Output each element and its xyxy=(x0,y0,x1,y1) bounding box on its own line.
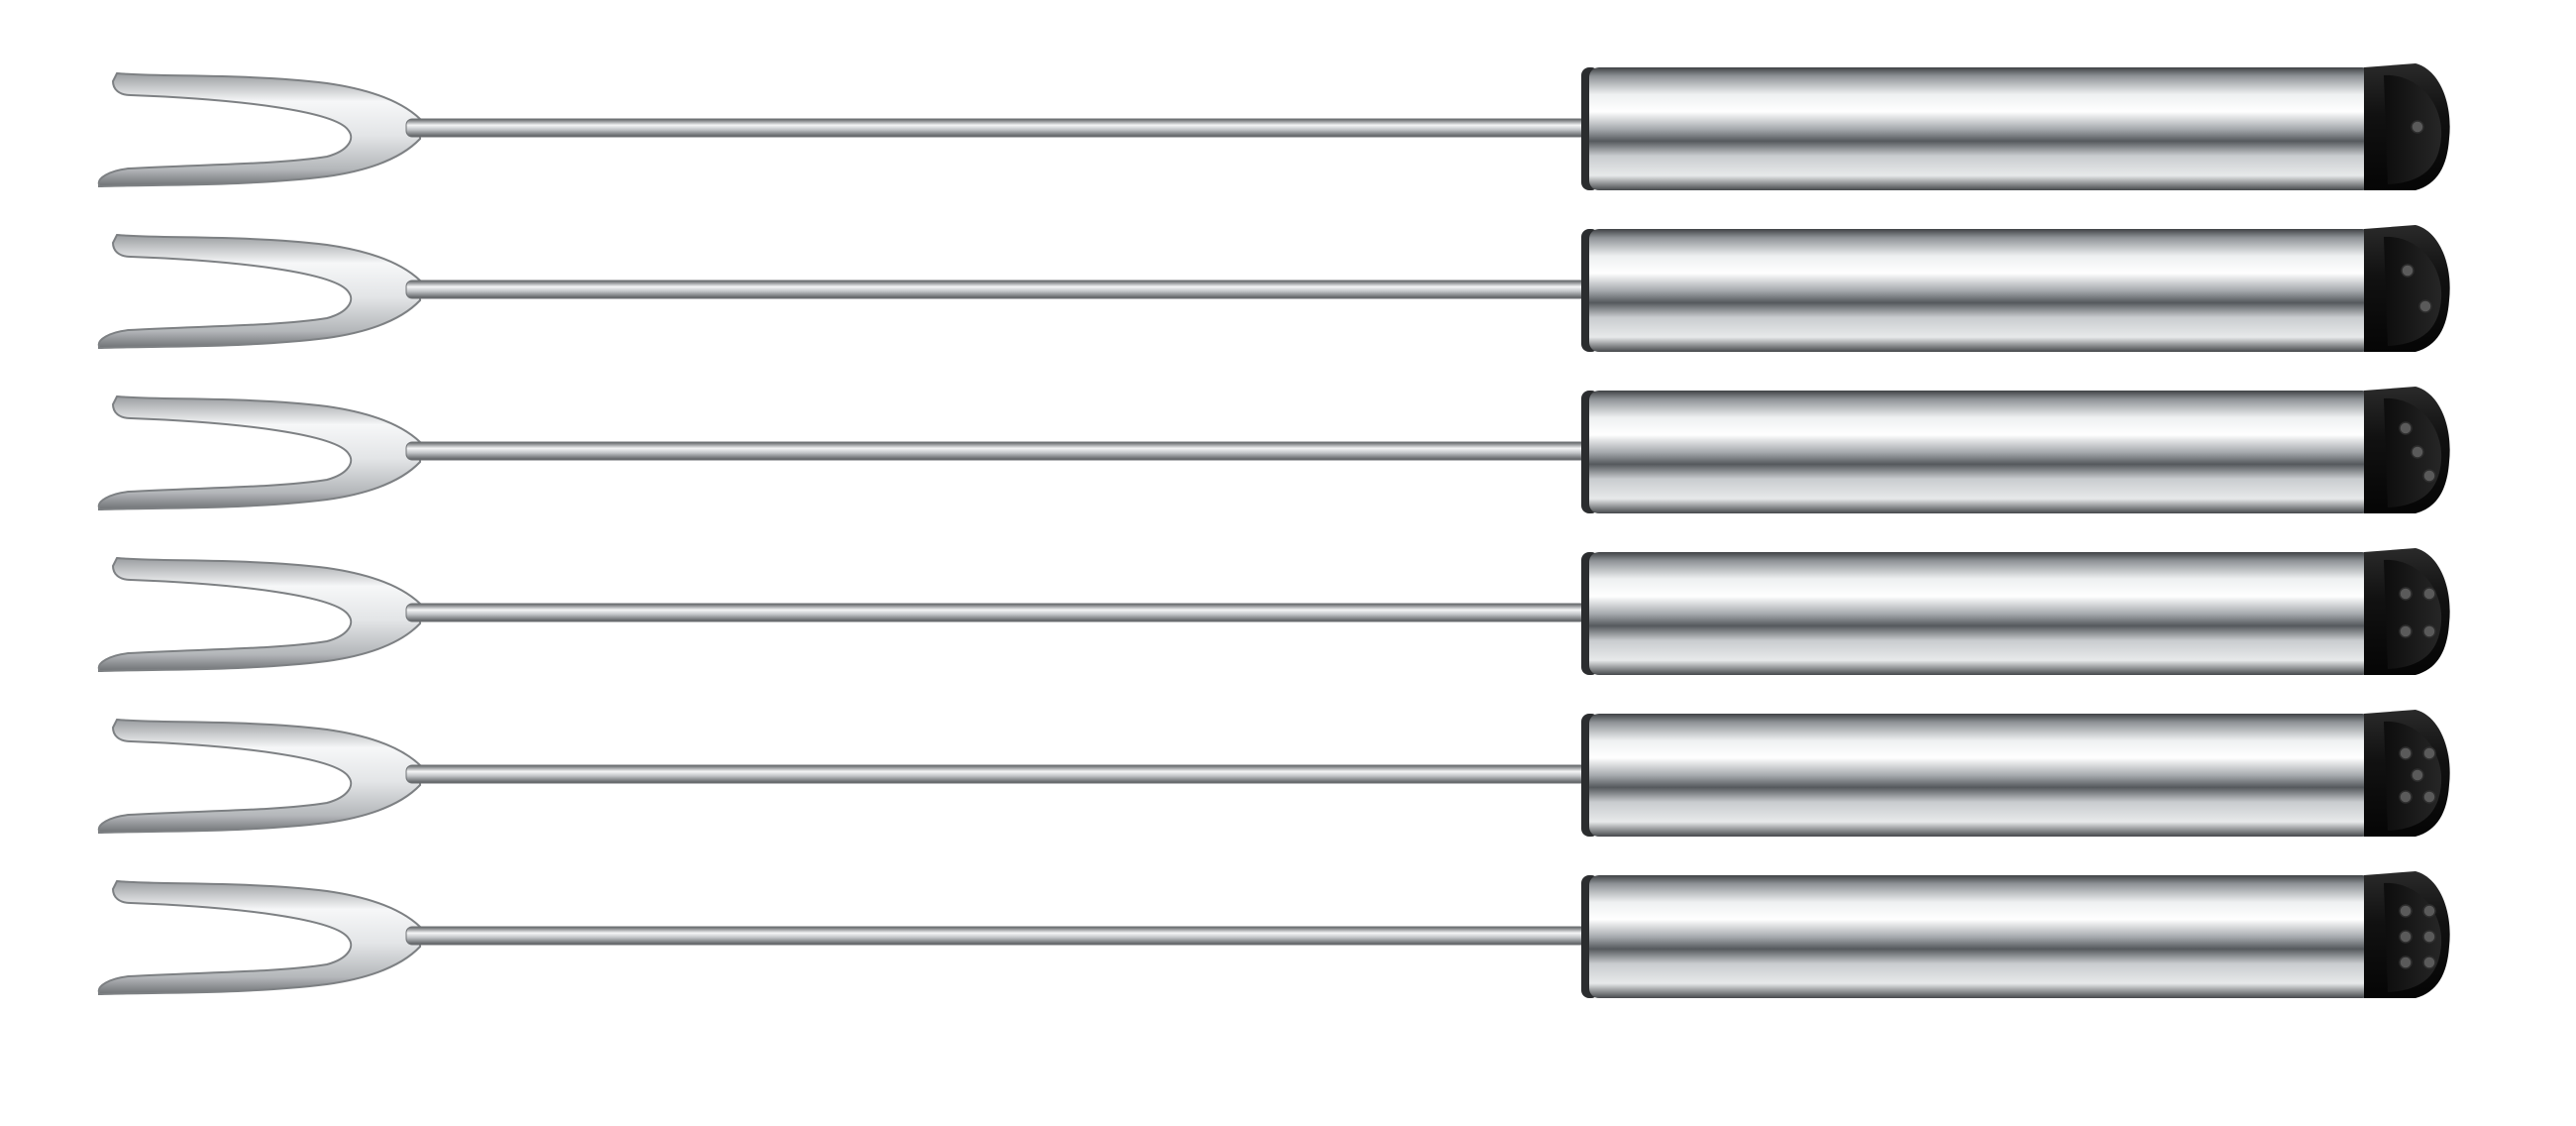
end-cap-dot xyxy=(2411,445,2424,459)
end-cap-dot xyxy=(2422,930,2436,944)
end-cap-dot xyxy=(2399,904,2413,918)
end-cap-dot xyxy=(2411,120,2424,134)
end-cap-dot xyxy=(2399,587,2413,601)
fondue-fork-6 xyxy=(97,870,2451,999)
end-cap-dot xyxy=(2422,746,2436,760)
end-cap-dot xyxy=(2411,768,2424,782)
fork-set xyxy=(97,62,2451,999)
end-cap-dot xyxy=(2422,956,2436,969)
end-cap-dot xyxy=(2418,299,2432,313)
fondue-fork-5 xyxy=(97,709,2451,838)
end-cap-dot xyxy=(2399,930,2413,944)
end-cap-dot xyxy=(2399,624,2413,638)
fondue-fork-2 xyxy=(97,224,2451,353)
fondue-fork-4 xyxy=(97,547,2451,676)
end-cap-dot xyxy=(2401,264,2415,278)
end-cap-dot xyxy=(2422,587,2436,601)
fondue-fork-3 xyxy=(97,386,2451,514)
end-cap-dot xyxy=(2399,790,2413,804)
end-cap-dot xyxy=(2399,956,2413,969)
end-cap-dot xyxy=(2422,469,2436,483)
end-cap-dot xyxy=(2422,904,2436,918)
end-cap-dot xyxy=(2422,790,2436,804)
fondue-fork-1 xyxy=(97,62,2451,191)
end-cap-dot xyxy=(2422,624,2436,638)
end-cap-dot xyxy=(2399,421,2413,435)
end-cap-dot xyxy=(2399,746,2413,760)
